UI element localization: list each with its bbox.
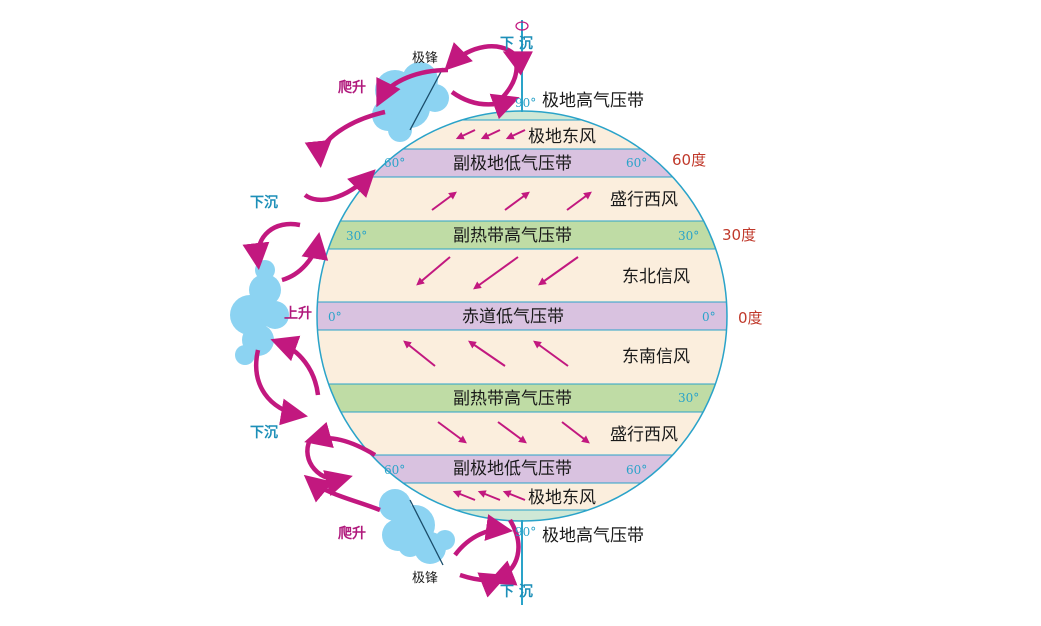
label-sink-top: 下 沉: [500, 35, 533, 52]
cloud-equator: [230, 260, 289, 365]
right-degree-labels: 60度 30度 0度: [672, 151, 763, 327]
deg60-left-n: 60°: [384, 156, 405, 170]
ferrel-cell-s: [305, 438, 353, 497]
hadley-cell-s: [254, 349, 308, 426]
label-westerly-s: 盛行西风: [610, 425, 678, 445]
polar-cap-north: [317, 111, 727, 120]
label-subtropical-high-n: 副热带高气压带: [453, 226, 572, 246]
deg60-right-n: 60°: [626, 156, 647, 170]
deg30-left-n: 30°: [346, 229, 367, 243]
label-sink-left-bottom: 下沉: [250, 424, 278, 441]
label-se-trade: 东南信风: [622, 347, 690, 367]
polar-front-line-top: [409, 67, 444, 131]
deg30-right-n: 30°: [678, 229, 699, 243]
deg0-left: 0°: [328, 310, 342, 324]
band-labels: 极地高气压带 极地东风 副极地低气压带 盛行西风 副热带高气压带 东北信风 赤道…: [453, 91, 690, 546]
label-front-top: 极锋: [412, 51, 438, 66]
right-label-60: 60度: [672, 151, 706, 169]
deg0-right: 0°: [702, 310, 716, 324]
label-equatorial-low: 赤道低气压带: [462, 307, 564, 327]
label-rise-equator: 上升: [284, 305, 312, 322]
rotation-icon: [515, 21, 529, 31]
label-subpolar-low-s: 副极地低气压带: [453, 459, 572, 479]
deg30-right-s: 30°: [678, 391, 699, 405]
label-polar-high-top: 极地高气压带: [542, 91, 644, 111]
wind-arrows: [403, 129, 592, 501]
latitude-labels: 90° 90° 60° 60° 30° 30° 0° 0° 30° 60° 60…: [328, 96, 716, 539]
label-front-bottom: 极锋: [412, 571, 438, 586]
label-polar-easterly-top: 极地东风: [528, 127, 596, 147]
deg60-right-s: 60°: [626, 463, 647, 477]
deg90-bottom: 90°: [515, 525, 536, 539]
label-subtropical-high-s: 副热带高气压带: [453, 389, 572, 409]
label-climb-bottom: 爬升: [338, 525, 366, 542]
clouds: [230, 62, 455, 564]
right-label-0: 0度: [738, 309, 763, 327]
globe-bands: [317, 111, 727, 521]
deg90-top: 90°: [515, 96, 536, 110]
polar-front-line-bottom: [409, 499, 444, 566]
hadley-cell-n: [242, 221, 301, 271]
label-ne-trade: 东北信风: [622, 267, 690, 287]
label-polar-easterly-bottom: 极地东风: [528, 488, 596, 508]
label-sink-bottom: 下 沉: [500, 583, 533, 600]
label-polar-high-bottom: 极地高气压带: [542, 526, 644, 546]
subtropical-high-band-south: [317, 384, 727, 412]
cloud-bottom: [379, 489, 455, 564]
label-sink-left-top: 下沉: [250, 194, 278, 211]
circulation-cells: [242, 42, 533, 598]
polar-cell-n-low: [450, 90, 520, 120]
label-westerly-n: 盛行西风: [610, 190, 678, 210]
subtropical-high-band-north: [317, 221, 727, 249]
deg60-left-s: 60°: [384, 463, 405, 477]
label-subpolar-low-n: 副极地低气压带: [453, 154, 572, 174]
right-label-30: 30度: [722, 226, 756, 244]
motion-labels: 下 沉 下 沉 下沉 下沉 上升 爬升 爬升 极锋 极锋: [250, 35, 533, 600]
ferrel-cell-n-top: [304, 109, 386, 169]
label-climb-top: 爬升: [338, 79, 366, 96]
equatorial-low-band: [317, 302, 727, 330]
polar-cap-south: [317, 510, 727, 521]
